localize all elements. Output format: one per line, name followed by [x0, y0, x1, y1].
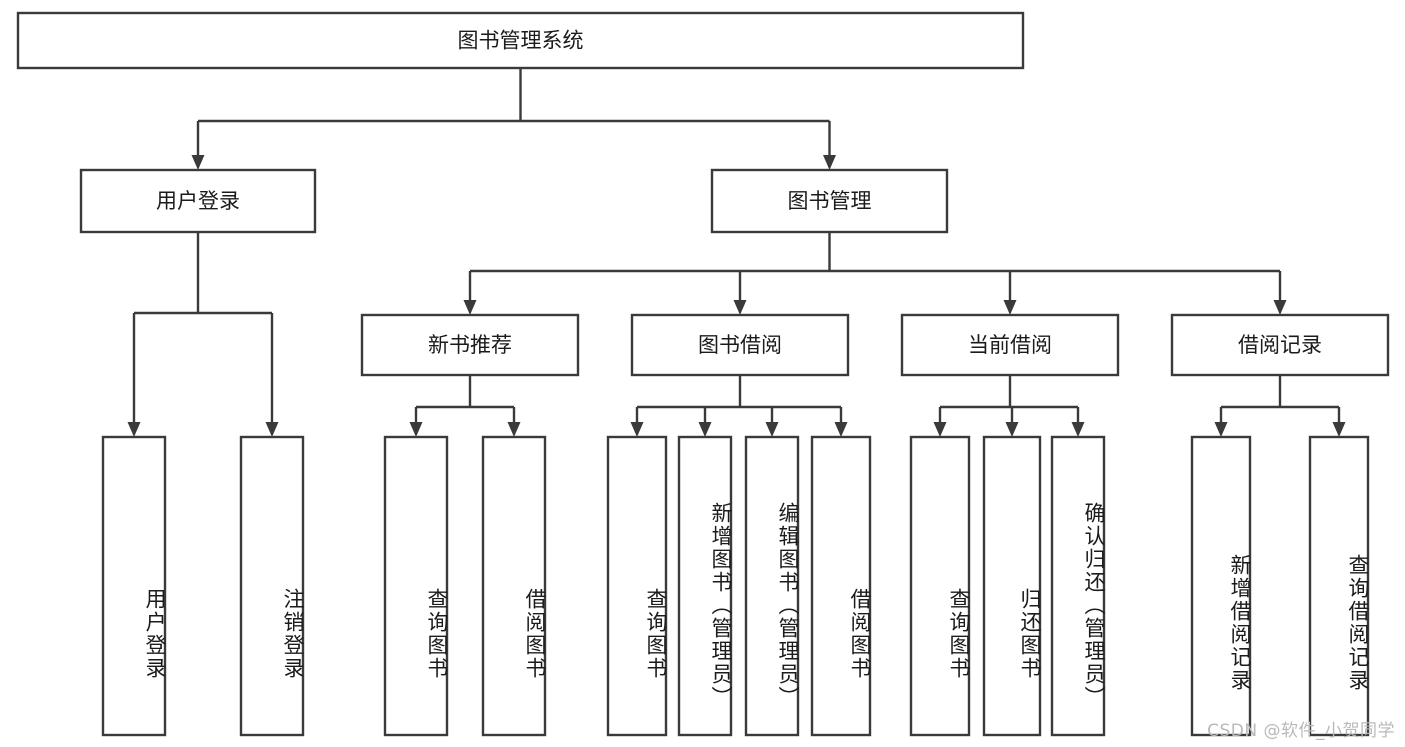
- node-label-l2-user-login: 用户登录: [156, 189, 240, 213]
- edge-group-l3-book-borrow: [630, 375, 848, 437]
- node-l3-current-borrow[interactable]: [900, 313, 1120, 377]
- arrow-head-icon: [1273, 300, 1287, 315]
- node-l3-new-book-rec[interactable]: [360, 313, 580, 377]
- edge-group-l2-book-mgmt: [463, 232, 1287, 315]
- arrow-head-icon: [698, 422, 712, 437]
- arrow-head-icon: [1332, 422, 1346, 437]
- node-leaf-user-logout[interactable]: [239, 435, 305, 737]
- node-label-l3-book-borrow: 图书借阅: [698, 333, 782, 357]
- node-box-layer: [16, 11, 1390, 737]
- node-leaf-user-login[interactable]: [101, 435, 167, 737]
- node-label-root: 图书管理系统: [458, 29, 584, 53]
- node-l2-book-mgmt[interactable]: [710, 168, 949, 234]
- arrow-head-icon: [933, 422, 947, 437]
- arrow-head-icon: [127, 422, 141, 437]
- node-leaf-query-book-2[interactable]: [606, 435, 668, 737]
- edge-group-l3-current-borrow: [933, 375, 1085, 437]
- arrow-head-icon: [265, 422, 279, 437]
- node-label-l3-new-book-rec: 新书推荐: [428, 333, 512, 357]
- node-label-l3-current-borrow: 当前借阅: [968, 333, 1052, 357]
- arrow-head-icon: [1071, 422, 1085, 437]
- watermark-text: CSDN @软件_小贺同学: [1207, 721, 1395, 741]
- edge-group-l3-borrow-record: [1214, 375, 1346, 437]
- node-leaf-borrow-book-1[interactable]: [481, 435, 547, 737]
- node-leaf-edit-book[interactable]: [744, 435, 800, 737]
- arrow-head-icon: [191, 155, 205, 170]
- node-leaf-add-book[interactable]: [677, 435, 733, 737]
- edge-group-l3-new-book-rec: [409, 375, 521, 437]
- node-l2-user-login[interactable]: [79, 168, 317, 234]
- arrow-head-icon: [834, 422, 848, 437]
- arrow-head-icon: [1214, 422, 1228, 437]
- node-root[interactable]: [16, 11, 1025, 70]
- node-label-l2-book-mgmt: 图书管理: [788, 189, 872, 213]
- node-leaf-add-record[interactable]: [1190, 435, 1252, 737]
- edge-group-root: [191, 68, 836, 170]
- node-leaf-confirm-return[interactable]: [1050, 435, 1106, 737]
- node-label-l3-borrow-record: 借阅记录: [1238, 333, 1322, 357]
- edge-group-l2-user-login: [127, 232, 279, 437]
- arrow-head-icon: [823, 155, 836, 170]
- connector-layer: [127, 68, 1346, 437]
- node-l3-book-borrow[interactable]: [630, 313, 850, 377]
- arrow-head-icon: [507, 422, 521, 437]
- arrow-head-icon: [733, 300, 747, 315]
- arrow-head-icon: [765, 422, 779, 437]
- arrow-head-icon: [1003, 300, 1017, 315]
- node-leaf-query-book-3[interactable]: [909, 435, 971, 737]
- node-leaf-return-book[interactable]: [982, 435, 1042, 737]
- node-l3-borrow-record[interactable]: [1170, 313, 1390, 377]
- arrow-head-icon: [630, 422, 644, 437]
- arrow-head-icon: [463, 300, 477, 315]
- node-leaf-query-book-1[interactable]: [383, 435, 449, 737]
- arrow-head-icon: [1005, 422, 1019, 437]
- node-leaf-query-record[interactable]: [1308, 435, 1370, 737]
- arrow-head-icon: [409, 422, 423, 437]
- node-leaf-borrow-book-2[interactable]: [810, 435, 872, 737]
